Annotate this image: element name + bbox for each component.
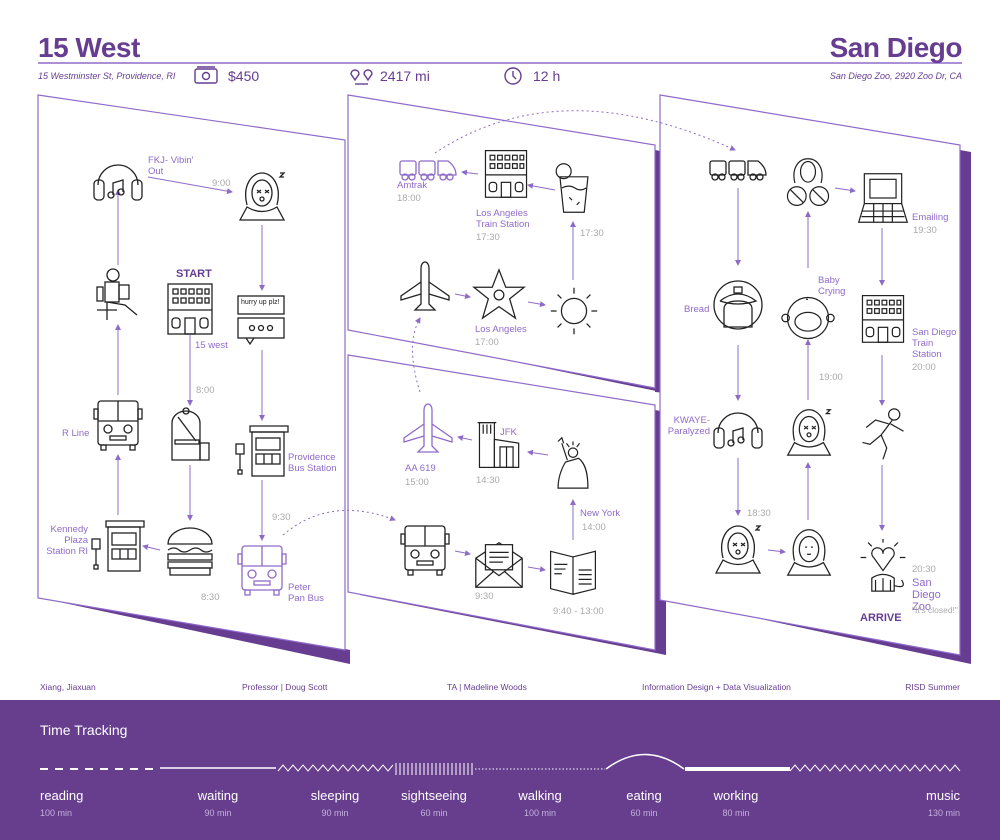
destination-title: San Diego: [829, 32, 963, 63]
zoo-label: San Diego Zoo: [912, 577, 941, 613]
time-label: 8:00: [196, 385, 215, 396]
cost-value: $450: [228, 68, 260, 84]
activity-minutes: 100 min: [523, 808, 557, 818]
activity-name: working: [713, 788, 759, 803]
kennedy-station-label: Kennedy Plaza Station RI: [46, 524, 88, 557]
time-label: 19:00: [819, 372, 843, 383]
activity-minutes: 100 min: [40, 808, 73, 818]
activity-name: walking: [518, 788, 562, 803]
time-label: 8:30: [201, 592, 220, 603]
time-tracking-line: [40, 753, 961, 775]
arrive-label: ARRIVE: [860, 612, 902, 624]
origin-address: 15 Westminster St, Providence, RI: [38, 71, 176, 81]
jfk-label: JFK: [500, 427, 517, 438]
la-station-label: Los Angeles Train Station: [476, 208, 530, 230]
bread-label: Bread: [684, 304, 710, 315]
time-label: 20:30: [912, 564, 936, 575]
time-label: 19:30: [913, 225, 937, 236]
flight-label: AA 619: [405, 463, 436, 474]
time-label: 18:00: [397, 193, 421, 204]
emailing-label: Emailing: [912, 212, 949, 223]
new-york-label: New York: [580, 508, 621, 519]
location-pins-icon: [350, 69, 373, 85]
sightseeing-segment: [395, 763, 473, 775]
credit-author: Xiang, Jiaxuan: [40, 682, 96, 692]
credit-program: RISD Summer: [905, 682, 960, 692]
los-angeles-label: Los Angeles: [475, 324, 527, 335]
activity-minutes: 90 min: [204, 808, 232, 818]
r-line-label: R Line: [62, 428, 90, 439]
time-label: 17:00: [475, 337, 499, 348]
time-label: 18:30: [747, 508, 771, 519]
sd-station-label: San Diego Train Station: [912, 327, 957, 360]
credit-course: Information Design + Data Visualization: [642, 682, 791, 692]
activity-minutes: 130 min: [927, 808, 960, 818]
sleeping-segment: [277, 764, 394, 772]
money-icon: [194, 66, 218, 84]
eating-segment: [605, 753, 685, 770]
time-label: 14:30: [476, 475, 500, 486]
time-label: 9:00: [212, 178, 231, 189]
credit-ta: TA | Madeline Woods: [447, 682, 527, 692]
activity-minutes: 60 min: [420, 808, 448, 818]
panel-providence: [37, 94, 350, 664]
activity-name: eating: [626, 788, 662, 803]
transfer-paths: [282, 110, 736, 536]
chat-text: hurry up plz!: [241, 299, 280, 306]
activity-name: waiting: [197, 788, 239, 803]
activity-minutes: 90 min: [321, 808, 349, 818]
time-label: 20:00: [912, 362, 936, 373]
activity-name: music: [926, 788, 960, 803]
time-label: 9:40 - 13:00: [553, 606, 604, 617]
route-arrows: [115, 169, 885, 573]
amtrak-label: Amtrak: [397, 180, 428, 191]
time-label: 15:00: [405, 477, 429, 488]
distance-value: 2417 mi: [380, 68, 430, 84]
credit-professor: Professor | Doug Scott: [242, 682, 328, 692]
origin-title: 15 West: [38, 32, 140, 63]
destination-address: San Diego Zoo, 2920 Zoo Dr, CA: [829, 71, 962, 81]
music-segment: [789, 764, 961, 772]
time-label: 9:30: [475, 591, 494, 602]
providence-station-label: Providence Bus Station: [288, 452, 337, 474]
time-label: 9:30: [272, 512, 291, 523]
time-label: 17:30: [476, 232, 500, 243]
time-label: 17:30: [580, 228, 604, 239]
zoo-quote: "It's closed!": [912, 605, 958, 615]
panel-new-york: [347, 354, 666, 655]
baby-crying-label: Baby Crying: [818, 275, 846, 297]
music-label: FKJ- Vibin' Out: [148, 155, 194, 177]
peter-pan-label: Peter Pan Bus: [288, 582, 324, 604]
duration-value: 12 h: [533, 68, 561, 84]
activity-name: sleeping: [310, 788, 360, 803]
home-label: 15 west: [195, 340, 228, 351]
activity-name: sightseeing: [401, 788, 467, 803]
activity-minutes: 60 min: [630, 808, 658, 818]
activity-name: reading: [40, 788, 84, 803]
time-label: 14:00: [582, 522, 606, 533]
time-tracking-panel: [0, 700, 1000, 840]
activity-minutes: 80 min: [722, 808, 750, 818]
start-label: START: [176, 268, 212, 280]
clock-icon: [504, 67, 522, 85]
time-tracking-title: Time Tracking: [40, 722, 128, 738]
music-label: KWAYE- Paralyzed: [667, 415, 710, 437]
